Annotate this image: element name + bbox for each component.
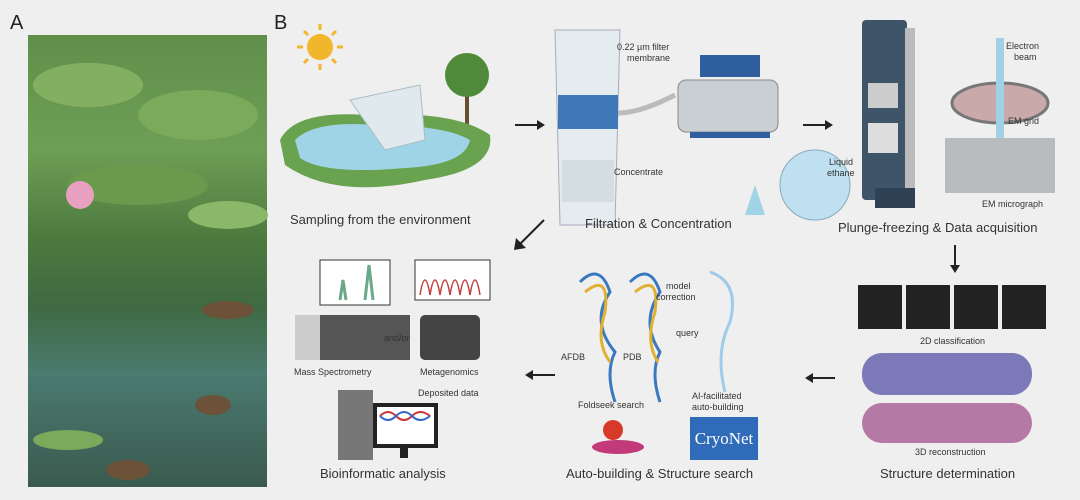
label-em-grid: EM grid [1008,116,1040,126]
label-deposited: Deposited data [418,388,479,398]
computer-illustration [338,390,438,460]
arrow-right-1 [515,120,545,130]
label-ethane: ethane [827,168,855,178]
label-mass-spec: Mass Spectrometry [294,367,372,377]
step-filtration: Filtration & Concentration [585,216,732,231]
class-image [906,285,950,329]
label-afdb: AFDB [561,352,586,362]
arrow-down [950,245,960,273]
step-structure: Structure determination [880,466,1016,481]
cryonet-logo: CryoNet [690,417,758,460]
lotus-pond-photo [28,35,268,487]
label-3d: 3D reconstruction [915,447,986,457]
label-query: query [676,328,699,338]
label-membrane: membrane [627,53,671,63]
label-2d: 2D classification [920,336,986,346]
label-beam: beam [1014,52,1037,62]
arrow-left-2 [525,370,555,380]
label-ai2: auto-building [692,402,744,412]
step-autobuild: Auto-building & Structure search [566,466,754,481]
label-metagenomics: Metagenomics [420,367,479,377]
label-electron: Electron [1006,41,1040,51]
photo-detail [33,63,268,480]
sun-icon [297,24,343,70]
class2d-images [858,285,1046,329]
class-image [954,285,998,329]
label-filter: 0.22 µm filter [617,42,670,52]
arrow-left-1 [805,373,835,383]
label-foldseek: Foldseek search [578,400,645,410]
panel-a-label: A [10,12,24,34]
label-model: model [666,281,691,291]
arrow-right-2 [803,120,833,130]
reconstruction-purple [862,353,1032,395]
step-bioinfo: Bioinformatic analysis [320,466,446,481]
label-ai1: AI-facilitated [692,391,742,401]
label-concentrate: Concentrate [614,167,664,177]
plunge-freezer [862,20,1055,208]
step-sampling: Sampling from the environment [290,212,471,227]
label-correction: correction [656,292,696,302]
arrow-down-left [514,219,545,250]
foldseek-logo [592,420,644,454]
label-liquid: Liquid [829,157,854,167]
class-image [1002,285,1046,329]
class-image [858,285,902,329]
step-plunge: Plunge-freezing & Data acquisition [838,220,1038,235]
label-pdb: PDB [623,352,642,362]
panel-b-label: B [274,12,288,34]
reconstruction-pink [862,403,1032,443]
label-andor: and/or [384,333,410,343]
mass-spec-metagenomics [295,259,491,360]
filtration-apparatus [554,29,851,226]
label-em-micrograph: EM micrograph [982,199,1044,209]
protein-structures [578,270,734,403]
pond-illustration [280,53,491,188]
